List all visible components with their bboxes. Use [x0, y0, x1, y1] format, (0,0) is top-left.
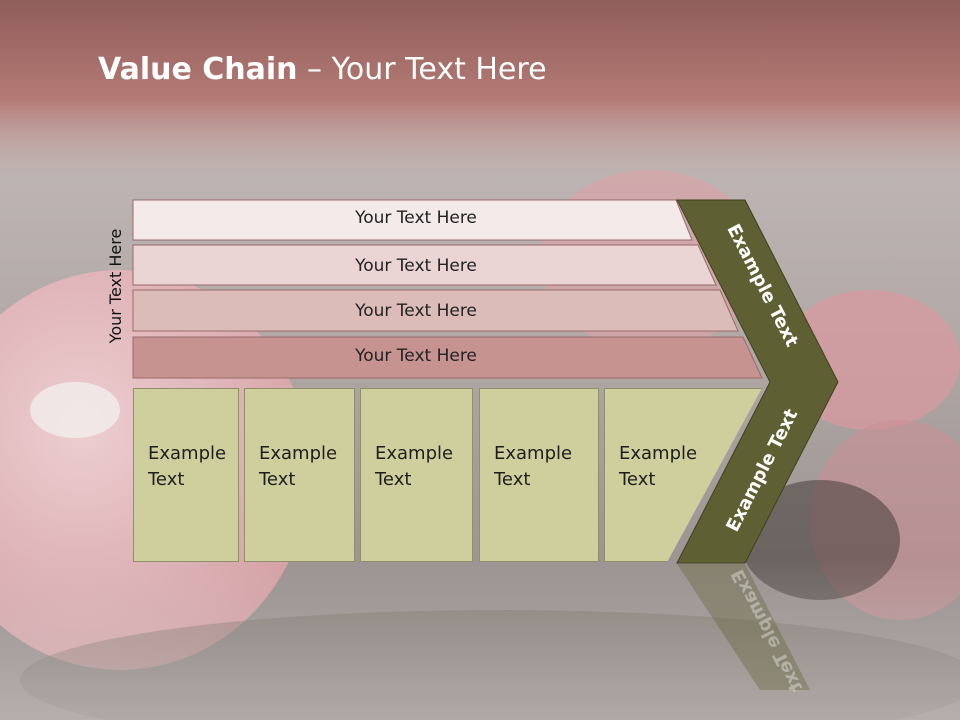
column-3-line2: Text	[375, 469, 412, 490]
title-bold: Value Chain	[98, 52, 298, 87]
row-label-4: Your Text Here	[355, 346, 477, 366]
column-1-line2: Text	[148, 469, 185, 490]
row-label-1: Your Text Here	[355, 208, 477, 228]
row-label-2: Your Text Here	[355, 256, 477, 276]
column-5-line2: Text	[619, 469, 656, 490]
side-label: Your Text Here	[106, 228, 125, 344]
slide-title: Value Chain – Your Text Here	[98, 52, 547, 87]
column-1-line1: Example	[148, 443, 227, 464]
column-5-line1: Example	[619, 443, 698, 464]
column-2-line2: Text	[259, 469, 296, 490]
column-4-line1: Example	[494, 443, 573, 464]
title-rest: – Your Text Here	[297, 52, 547, 87]
column-2-line1: Example	[259, 443, 338, 464]
column-4-line2: Text	[494, 469, 531, 490]
row-label-3: Your Text Here	[355, 301, 477, 321]
column-3-line1: Example	[375, 443, 454, 464]
